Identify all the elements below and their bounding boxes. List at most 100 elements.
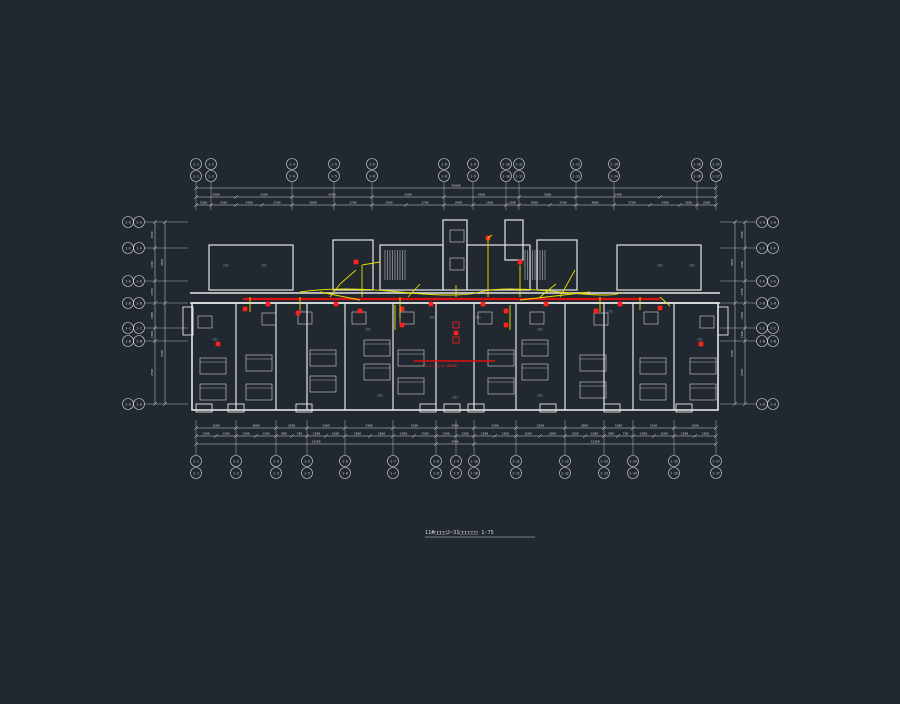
axis-bubble-right-2-1-B xyxy=(767,335,779,347)
axis-bubble-right-2-1-C-text: 1-C xyxy=(770,326,776,330)
axis-bubble-bottom-1-15 xyxy=(668,455,680,467)
dim-bottom-text: 2100 xyxy=(288,424,295,428)
bed xyxy=(397,349,425,367)
dim-top-2-text: 2700 xyxy=(273,201,280,205)
dim-top-2-text: 1500 xyxy=(509,201,516,205)
balcony xyxy=(467,403,485,413)
dim-bottom-2-text: 1200 xyxy=(681,432,688,436)
axis-bubble-bottom-1-1-text: 1-1 xyxy=(193,459,199,463)
axis-bubble-bottom-1-13 xyxy=(598,455,610,467)
dim-bottom-2-text: 1500 xyxy=(354,432,361,436)
bathroom xyxy=(593,312,609,326)
dim-bottom-text: 2100 xyxy=(411,424,418,428)
axis-bubble-top-2-1-14 xyxy=(608,170,620,182)
bed xyxy=(363,363,391,381)
dim-bottom-2-text: 750 xyxy=(623,432,629,436)
dim-top-2-text: 2400 xyxy=(531,201,538,205)
plumbing-fixture xyxy=(503,322,509,328)
dim-bottom-2-text: 1500 xyxy=(702,432,709,436)
axis-bubble-left-2-1-D xyxy=(133,297,145,309)
bed xyxy=(689,357,717,375)
axis-bubble-left-2-1-E-text: 1-E xyxy=(136,279,142,283)
room-label: □□□ xyxy=(689,263,694,267)
elevator-car xyxy=(449,257,465,271)
lobby-right-wall xyxy=(466,244,531,291)
dim-top-tick xyxy=(233,194,239,200)
dim-top-2-text: 2400 xyxy=(661,201,668,205)
axis-bubble-bottom-1-5 xyxy=(301,455,313,467)
dim-bottom-2-tick xyxy=(582,433,588,439)
plumbing-fixture xyxy=(265,301,271,307)
axis-bubble-bottom-1-11 xyxy=(510,455,522,467)
axis-bubble-bottom-1-3-text: 1-3 xyxy=(273,459,279,463)
plumbing-fixture xyxy=(215,341,221,347)
north-left-unit-wall xyxy=(208,244,294,291)
axis-bubble-top-1-10-text: 1-10 xyxy=(502,162,510,166)
dim-bottom-text: 1500 xyxy=(212,424,219,428)
bed xyxy=(487,377,515,395)
dim-bottom-2-text: 1500 xyxy=(222,432,229,436)
bathroom xyxy=(297,311,313,325)
dim-bottom-2-text: 1200 xyxy=(640,432,647,436)
dim-bottom-text: 3000 xyxy=(581,424,588,428)
stair-right-wall xyxy=(536,239,578,291)
plumbing-fixture xyxy=(357,308,363,314)
axis-bubble-right-1-B-text: 1-B xyxy=(759,339,765,343)
branch-pipe xyxy=(407,283,421,298)
axis-bubble-right-2-1-F xyxy=(767,242,779,254)
axis-bubble-right-1-F-text: 1-F xyxy=(759,246,765,250)
axis-bubble-bottom-2-1-17-text: 1-17 xyxy=(712,471,720,475)
dim-bottom-2-tick xyxy=(213,433,219,439)
axis-bubble-left-2-1-B xyxy=(133,335,145,347)
axis-bubble-bottom-2-1-15 xyxy=(668,467,680,479)
plumbing-fixture xyxy=(593,308,599,314)
dim-top-2-text: 2100 xyxy=(220,201,227,205)
axis-bubble-right-1-C-text: 1-C xyxy=(759,326,765,330)
axis-bubble-top-2-1-9 xyxy=(467,170,479,182)
dim-left-text: 1200 xyxy=(150,261,154,268)
dim-top-2-text: 1500 xyxy=(200,201,207,205)
axis-bubble-left-1-D-text: 1-D xyxy=(125,301,131,305)
dim-bottom-2-text: 750 xyxy=(297,432,303,436)
axis-bubble-top-1-17 xyxy=(710,158,722,170)
drawing-title: 11#□□□□2~31□□□□□□ 1:75 xyxy=(425,530,494,536)
axis-bubble-bottom-2-1-2-text: 1-2 xyxy=(233,471,239,475)
plumbing-fixture xyxy=(617,301,623,307)
bed xyxy=(199,357,227,375)
dim-bottom-2-text: 1200 xyxy=(461,432,468,436)
axis-bubble-top-1-16 xyxy=(691,158,703,170)
dim-top-text: 3300 xyxy=(260,193,267,197)
room-label: □□□ xyxy=(607,309,612,313)
axis-bubble-left-1-F-text: 1-F xyxy=(125,246,131,250)
elevator-car-2 xyxy=(449,229,465,243)
axis-bubble-bottom-2-1-11-text: 1-11 xyxy=(512,471,520,475)
axis-bubble-bottom-2-1-6 xyxy=(339,467,351,479)
plumbing-fixture xyxy=(453,330,459,336)
bed xyxy=(521,363,549,381)
branch-pipe xyxy=(361,261,381,266)
axis-bubble-top-2-1-1-text: 1-1 xyxy=(193,174,199,178)
room-label: □□□ xyxy=(452,395,457,399)
axis-bubble-left-2-1-C-text: 1-C xyxy=(136,326,142,330)
dim-bottom-3-text: 2400 xyxy=(451,440,458,444)
dim-top-text: 3300 xyxy=(544,193,551,197)
room-label: □□□ xyxy=(377,393,382,397)
axis-bubble-bottom-2-1-10-text: 1-10 xyxy=(470,471,478,475)
axis-bubble-top-2-1-10-text: 1-10 xyxy=(502,174,510,178)
axis-bubble-top-1-9 xyxy=(467,158,479,170)
bed xyxy=(363,339,391,357)
axis-bubble-left-2-1-D-text: 1-D xyxy=(136,301,142,305)
axis-bubble-left-2-1-B-text: 1-B xyxy=(136,339,142,343)
balcony xyxy=(443,403,461,413)
room-label: □□□ xyxy=(697,337,702,341)
dim-left-text: 1800 xyxy=(150,312,154,319)
axis-bubble-bottom-2-1-3 xyxy=(270,467,282,479)
axis-bubble-right-2-1-A xyxy=(767,398,779,410)
axis-bubble-bottom-2-1-10 xyxy=(468,467,480,479)
axis-bubble-top-2-1-6-text: 1-6 xyxy=(369,174,375,178)
dim-top-2-text: 3000 xyxy=(591,201,598,205)
axis-bubble-bottom-1-8 xyxy=(430,455,442,467)
fixtures-layer xyxy=(215,235,704,347)
